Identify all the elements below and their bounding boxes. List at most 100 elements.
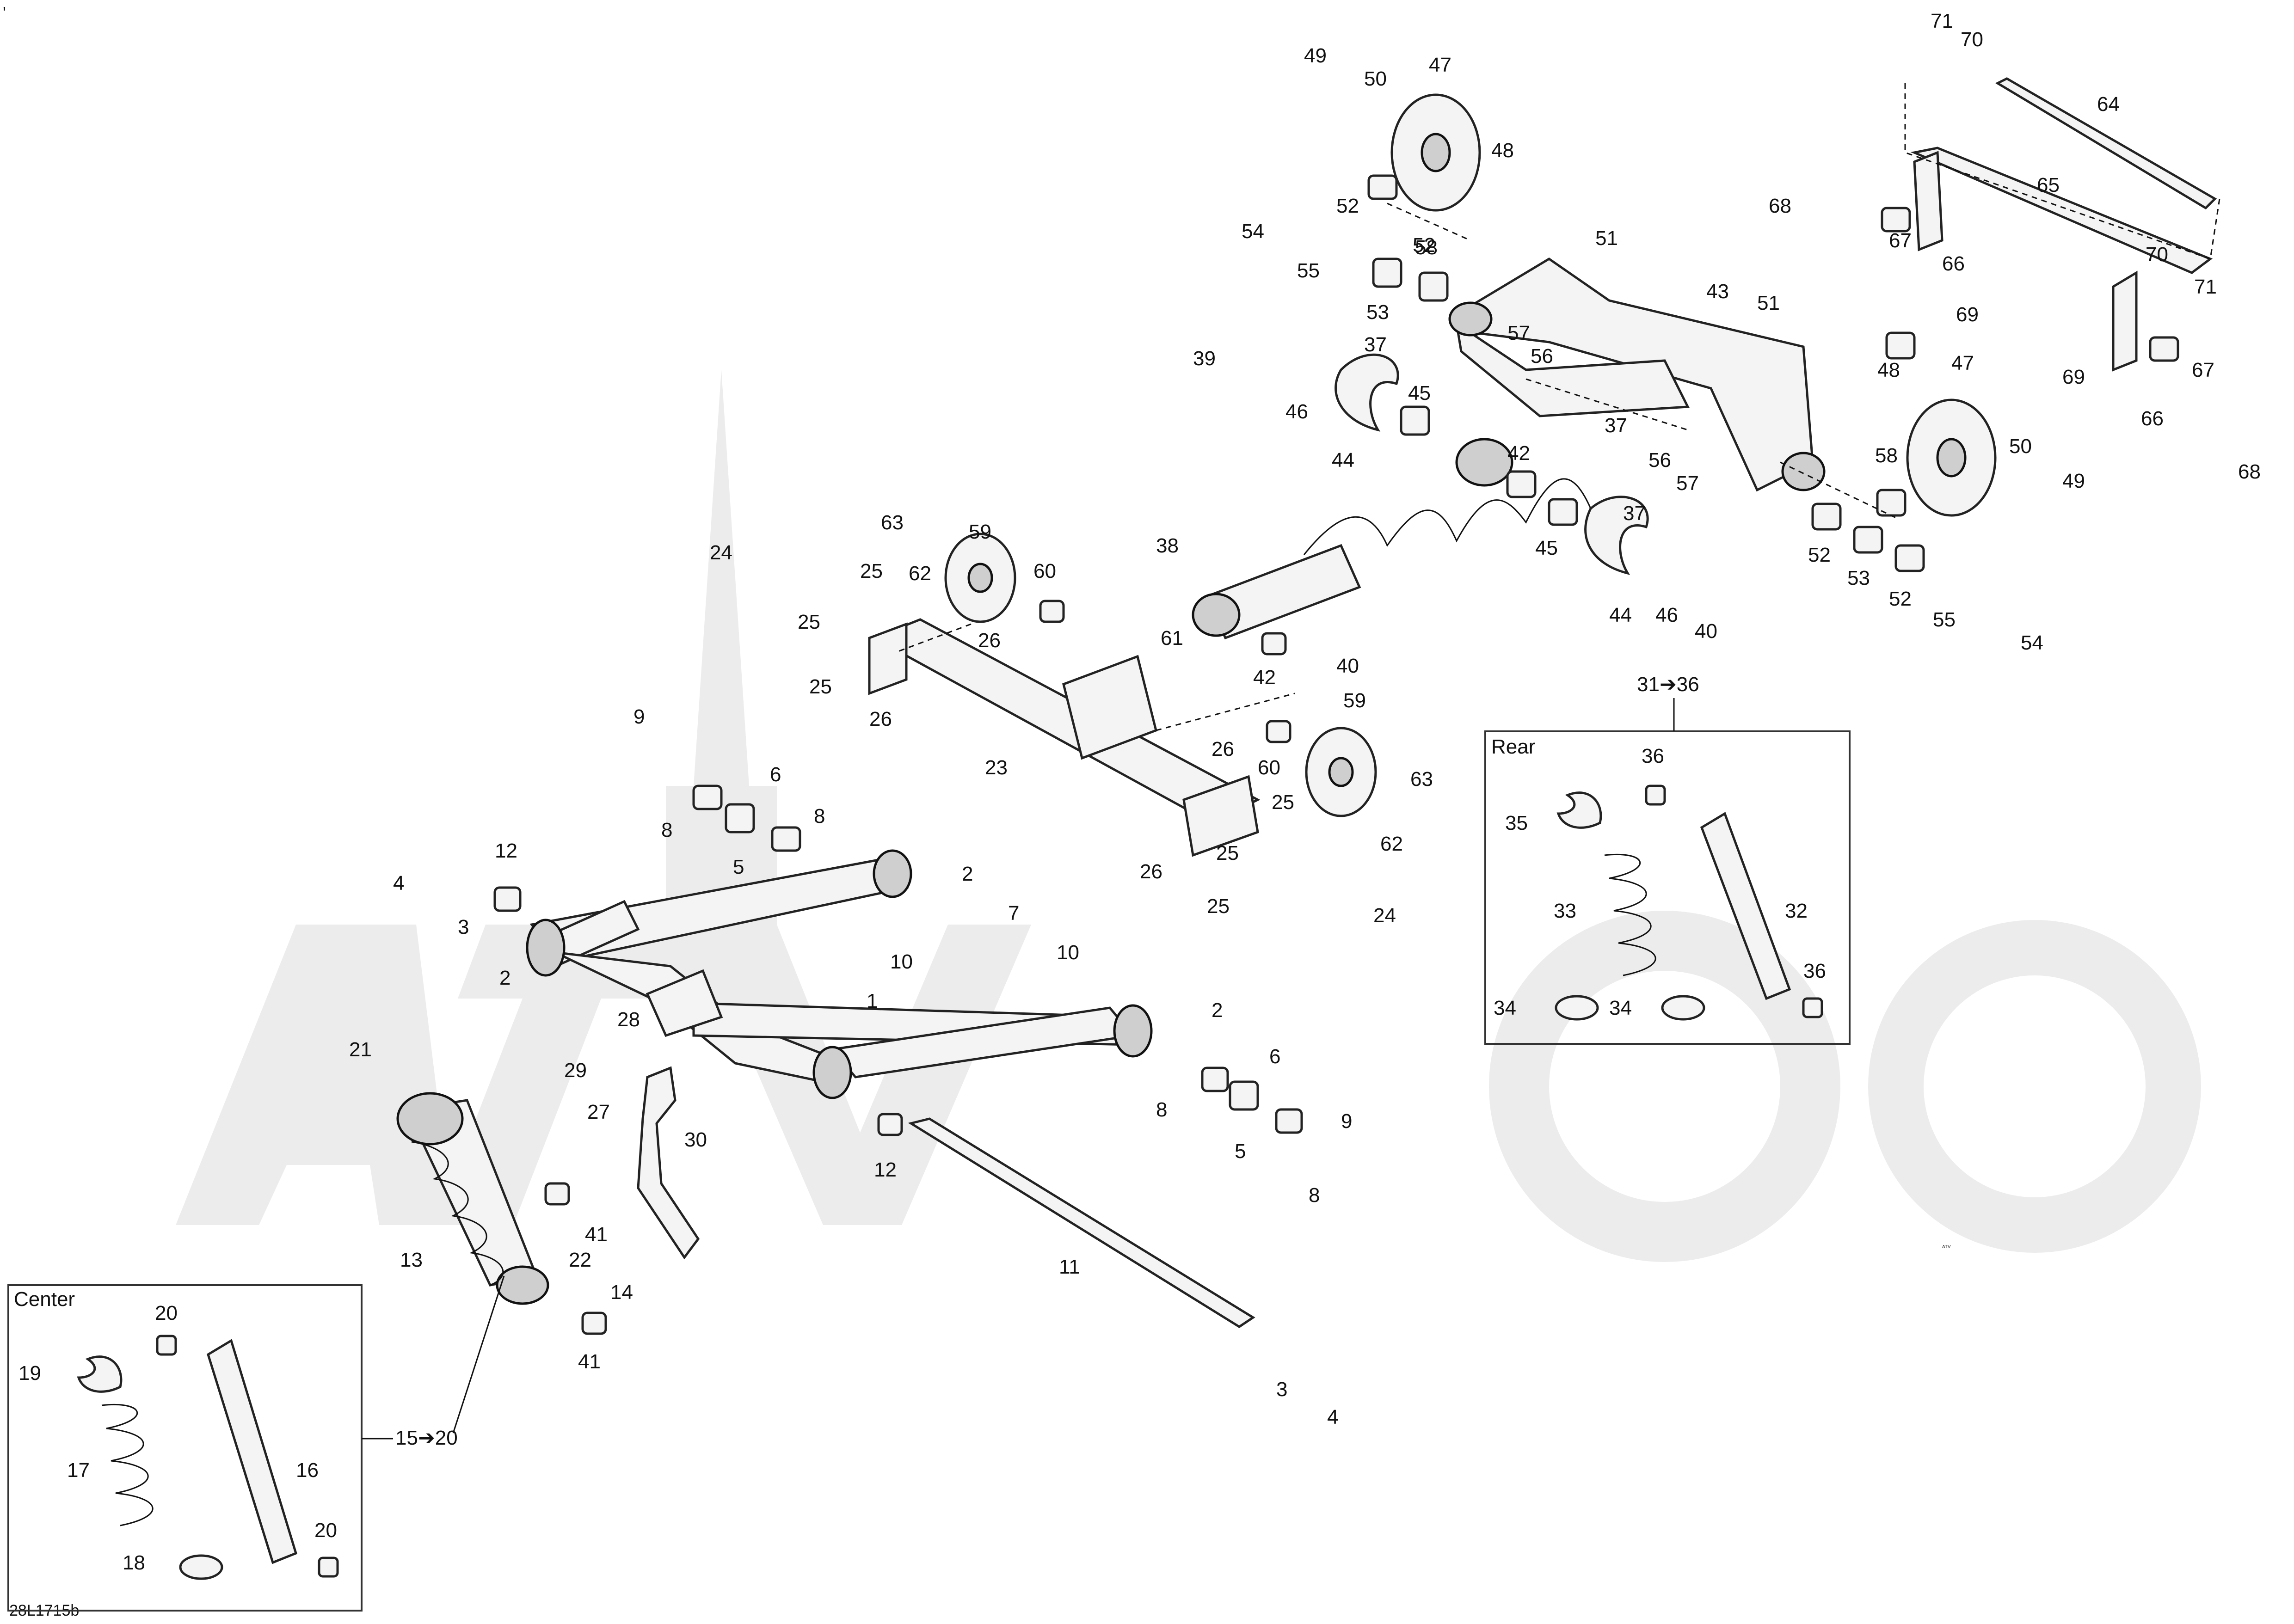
callout-37a: 37 xyxy=(1364,333,1387,356)
callout-56b: 56 xyxy=(1648,449,1671,472)
callout-53b: 53 xyxy=(1847,567,1870,589)
callout-3b: 3 xyxy=(1276,1378,1287,1401)
callout-51b: 51 xyxy=(1757,292,1780,314)
callout-2b: 2 xyxy=(1212,999,1223,1022)
callout-6a: 6 xyxy=(770,763,781,786)
callout-46a: 46 xyxy=(1285,400,1308,423)
callout-59a: 59 xyxy=(969,521,991,543)
callout-34b: 34 xyxy=(1609,997,1632,1019)
callout-50a: 50 xyxy=(1364,67,1387,90)
callout-51a: 51 xyxy=(1595,227,1618,250)
rear-inset: Rear 31➔36 xyxy=(1484,673,1851,1045)
callout-10a: 10 xyxy=(890,950,913,973)
callout-37c: 37 xyxy=(1623,502,1646,525)
callout-66b: 66 xyxy=(2141,407,2164,430)
callout-52c: 52 xyxy=(1808,544,1831,566)
callout-36b: 36 xyxy=(1803,960,1826,982)
callout-52a: 52 xyxy=(1336,195,1359,217)
callout-47b: 47 xyxy=(1951,352,1974,374)
callout-16: 16 xyxy=(296,1459,319,1482)
callout-26a: 26 xyxy=(978,629,1001,652)
rear-frame xyxy=(1910,77,2217,372)
callout-8d: 8 xyxy=(1309,1184,1320,1207)
callout-13: 13 xyxy=(400,1249,423,1271)
callout-42b: 42 xyxy=(1253,666,1276,689)
callout-38: 38 xyxy=(1156,534,1179,557)
callout-7: 7 xyxy=(1008,902,1019,925)
callout-5b: 5 xyxy=(1235,1140,1246,1163)
rear-range-label: 31➔36 xyxy=(1637,673,1699,696)
callout-63b: 63 xyxy=(1410,768,1433,791)
callout-57a: 57 xyxy=(1507,322,1530,344)
alignment-lines xyxy=(897,83,2220,731)
callout-2c: 2 xyxy=(499,967,510,989)
callout-3a: 3 xyxy=(458,916,469,938)
callout-69b: 69 xyxy=(2062,366,2085,388)
callout-63a: 63 xyxy=(881,511,904,534)
callout-24a: 24 xyxy=(710,541,732,564)
callout-20b: 20 xyxy=(314,1519,337,1542)
idler-wheels xyxy=(944,93,1997,817)
callout-46b: 46 xyxy=(1655,604,1678,626)
stopper-right xyxy=(1584,496,1649,575)
callout-52d: 52 xyxy=(1889,588,1912,610)
callout-33: 33 xyxy=(1554,900,1576,922)
callout-26b: 26 xyxy=(869,708,892,730)
callout-10b: 10 xyxy=(1057,941,1079,964)
callout-45a: 45 xyxy=(1408,382,1431,404)
callout-62a: 62 xyxy=(909,562,931,585)
callout-40a: 40 xyxy=(1336,655,1359,677)
callout-18: 18 xyxy=(123,1551,145,1574)
callout-25e: 25 xyxy=(1216,842,1239,864)
callout-67a: 67 xyxy=(1889,229,1912,252)
callout-25d: 25 xyxy=(1272,791,1294,814)
callout-8c: 8 xyxy=(1156,1098,1167,1121)
callout-6b: 6 xyxy=(1269,1045,1280,1068)
callout-27: 27 xyxy=(587,1101,610,1123)
front-shock xyxy=(396,1092,549,1305)
callout-47a: 47 xyxy=(1429,54,1451,76)
callout-60b: 60 xyxy=(1258,756,1280,779)
callout-12b: 12 xyxy=(874,1158,897,1181)
callout-26c: 26 xyxy=(1212,738,1234,760)
callout-71b: 71 xyxy=(2194,276,2217,298)
callout-68a: 68 xyxy=(1769,195,1791,217)
callout-66a: 66 xyxy=(1942,252,1965,275)
rear-shock xyxy=(1192,438,1592,640)
callout-35: 35 xyxy=(1505,812,1528,834)
callout-48a: 48 xyxy=(1491,139,1514,162)
callout-42a: 42 xyxy=(1507,442,1530,465)
callout-20a: 20 xyxy=(155,1302,178,1324)
callout-25f: 25 xyxy=(1207,895,1230,918)
callout-44b: 44 xyxy=(1609,604,1632,626)
callout-21: 21 xyxy=(349,1038,372,1061)
callout-41a: 41 xyxy=(585,1223,608,1246)
callout-65: 65 xyxy=(2037,174,2060,196)
callout-25a: 25 xyxy=(860,560,883,582)
callout-24b: 24 xyxy=(1373,904,1396,927)
callout-25c: 25 xyxy=(809,675,832,698)
callout-36a: 36 xyxy=(1642,745,1664,767)
callout-25b: 25 xyxy=(798,611,820,633)
callout-70a: 70 xyxy=(1961,28,1983,51)
callout-4a: 4 xyxy=(393,872,404,895)
callout-32: 32 xyxy=(1785,900,1808,922)
callout-22: 22 xyxy=(569,1249,591,1271)
callout-49b: 49 xyxy=(2062,470,2085,492)
callout-57b: 57 xyxy=(1676,472,1699,495)
callout-54a: 54 xyxy=(1242,220,1264,243)
callout-37b: 37 xyxy=(1605,414,1627,437)
callout-8b: 8 xyxy=(814,805,825,827)
callout-52b: 52 xyxy=(1413,234,1435,257)
callout-40b: 40 xyxy=(1695,620,1717,643)
cross-member xyxy=(868,618,1261,857)
callout-48b: 48 xyxy=(1877,359,1900,381)
center-inset-title: Center xyxy=(14,1288,75,1311)
callout-61: 61 xyxy=(1161,627,1183,650)
callouts: 1 2 2 2 3 3 4 4 5 5 6 6 7 8 8 8 8 9 9 10… xyxy=(18,10,2261,1574)
callout-53a: 53 xyxy=(1366,301,1389,324)
callout-30: 30 xyxy=(684,1128,707,1151)
stopper-left xyxy=(1335,353,1399,432)
callout-54b: 54 xyxy=(2021,631,2043,654)
